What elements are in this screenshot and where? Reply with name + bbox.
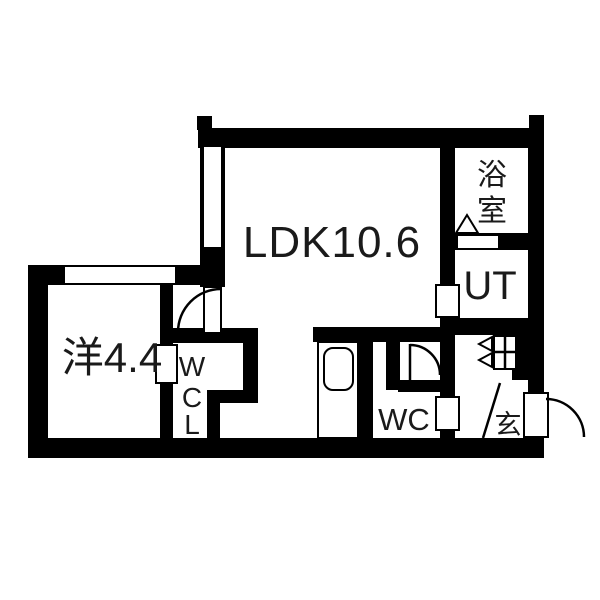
wcl-step-wall <box>207 390 258 403</box>
wcl-label-l: L <box>184 409 200 440</box>
wcl-right-wall <box>243 343 258 403</box>
western-room-label: 洋4.4 <box>62 334 162 381</box>
bath-label-2: 室 <box>477 195 507 228</box>
wcl-top-wall <box>160 328 258 343</box>
wcl-label-w: W <box>179 351 206 382</box>
kitchen-sink-icon <box>323 347 354 391</box>
kitchen-right-wall <box>358 342 373 438</box>
top-wall-cap-left <box>197 116 212 130</box>
ut-label: UT <box>463 264 516 308</box>
ut-bottom-wall <box>440 318 528 335</box>
top-wall <box>198 128 544 148</box>
bottom-wall <box>28 438 544 458</box>
bath-door-opening <box>456 234 500 250</box>
wc-top-wall <box>398 380 455 392</box>
hall-genkan-door-opening <box>435 396 460 431</box>
entrance-door-opening <box>523 392 549 438</box>
kitchen-top-wall <box>313 327 455 342</box>
western-door-arc <box>176 287 222 333</box>
ldk-window <box>202 145 223 249</box>
bath-door-triangle-icon <box>454 213 480 234</box>
vanity-triangle-top-icon <box>476 335 493 353</box>
hall-door-arc <box>409 343 442 376</box>
wcl-door-opening <box>155 344 178 384</box>
western-door-leaf <box>203 286 222 334</box>
top-wall-cap-right <box>529 115 544 130</box>
bath-label-1: 浴 <box>477 159 507 192</box>
left-outer-wall <box>28 265 48 458</box>
entrance-door-arc <box>545 397 586 438</box>
ldk-label: LDK10.6 <box>243 218 421 267</box>
vanity-triangle-bottom-icon <box>476 351 493 369</box>
wcl-label-c: C <box>182 382 202 413</box>
wc-label: WC <box>378 402 430 437</box>
hall-left-wall <box>386 342 400 390</box>
ut-door-opening <box>435 284 460 318</box>
wcl-leg-wall <box>207 403 220 438</box>
genkan-step-line <box>481 382 502 439</box>
entrance-label: 玄 <box>495 410 522 440</box>
western-room-window <box>63 265 177 285</box>
